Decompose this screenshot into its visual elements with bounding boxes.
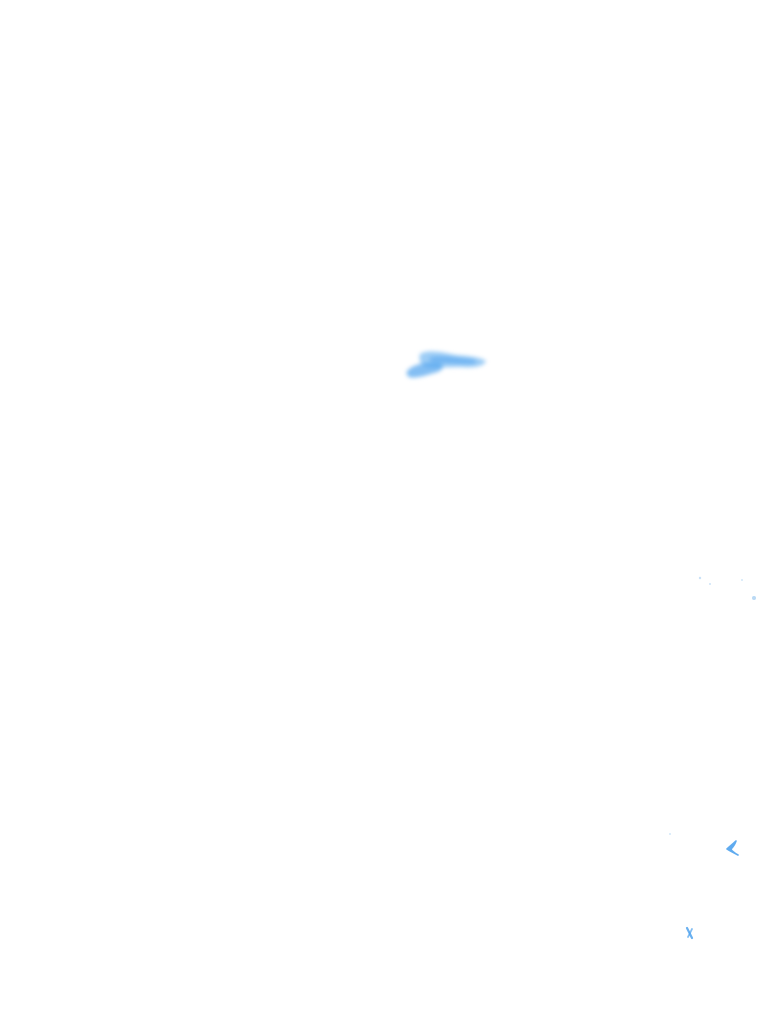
- faint-speck: [698, 576, 702, 580]
- brush-stroke-smudge: [406, 351, 486, 378]
- faint-speck: [741, 579, 743, 581]
- chevron-brush-mark: [726, 840, 739, 856]
- brush-stroke-smudge-lower: [406, 362, 443, 378]
- x-brush-path-b: [687, 928, 693, 938]
- faint-speck: [752, 596, 756, 600]
- brush-stroke-smudge-upper: [419, 351, 486, 368]
- x-brush-mark: [685, 926, 694, 940]
- tiny-speck: [669, 833, 671, 835]
- chevron-brush-path: [726, 840, 739, 856]
- tiny-speck-mark: [669, 833, 671, 835]
- faint-speck-cluster: [698, 576, 756, 600]
- brush-stroke-smudge-core: [429, 356, 477, 364]
- faint-speck: [709, 583, 711, 585]
- x-brush-path-a: [685, 926, 694, 940]
